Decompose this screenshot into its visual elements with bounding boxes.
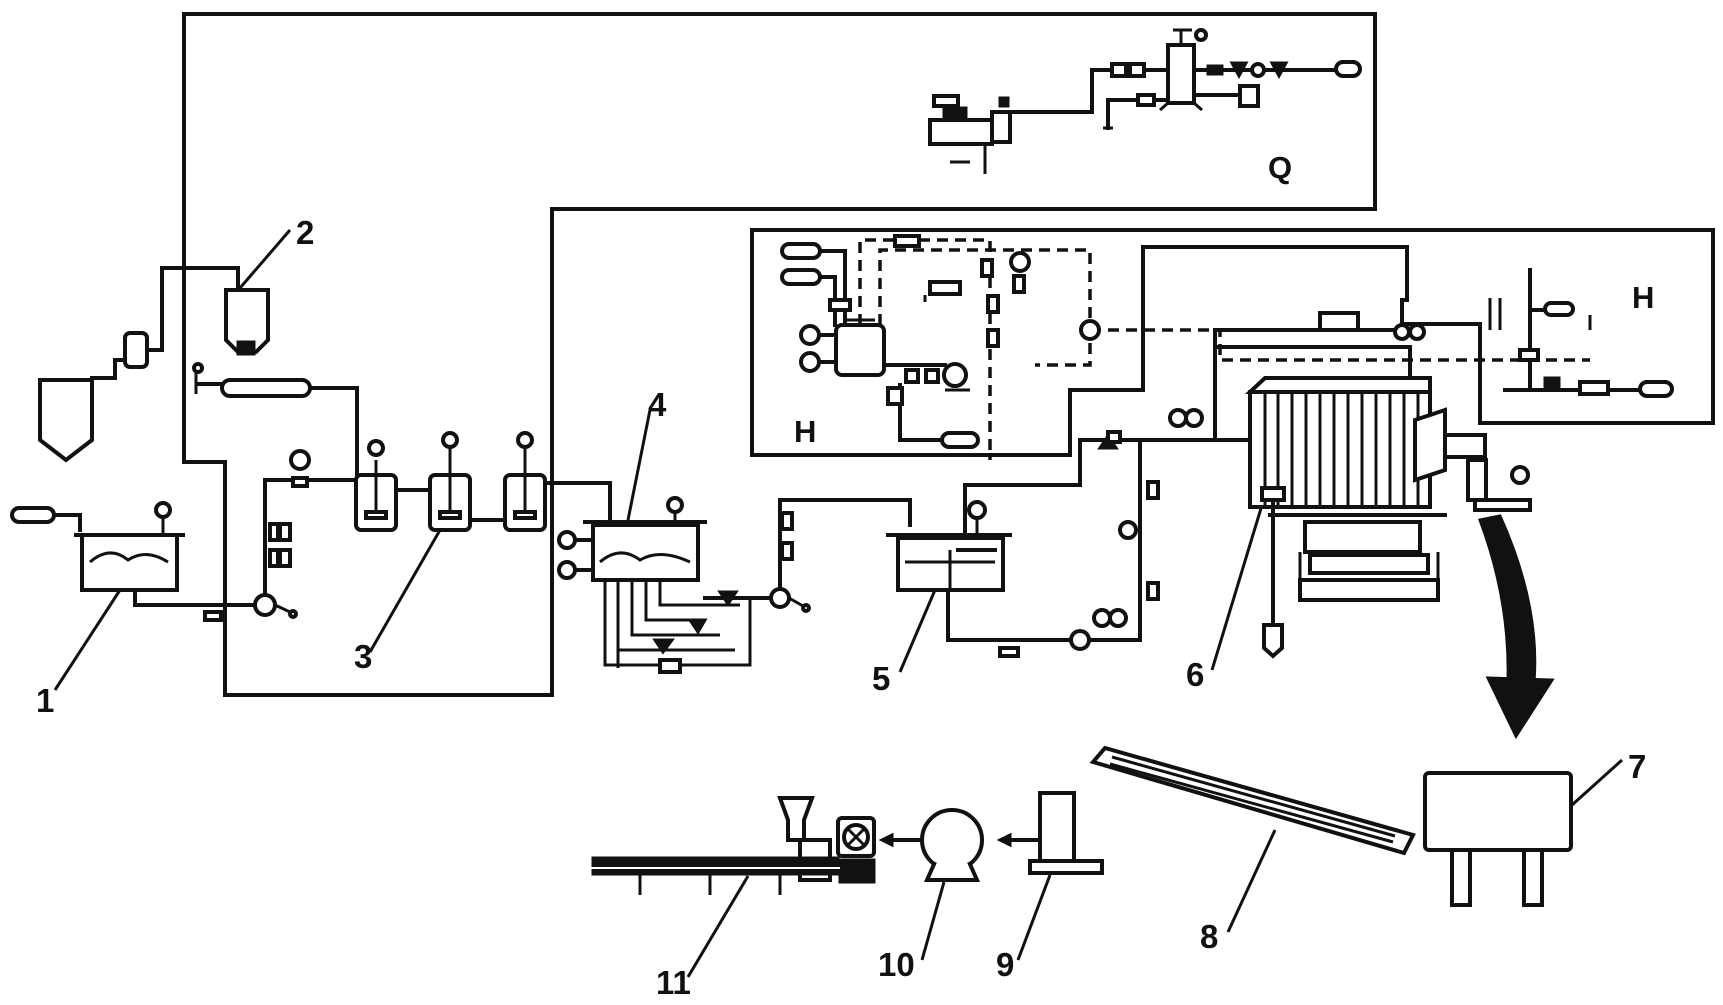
feed-tanks <box>38 266 359 477</box>
q-zone-equipment <box>928 28 1362 174</box>
tank-1 <box>10 501 257 622</box>
label-10: 10 <box>878 946 915 983</box>
zone-label-q: Q <box>1268 150 1292 185</box>
zone-label-h-left: H <box>794 414 816 449</box>
conveyor-8 <box>1089 745 1416 856</box>
unit-10 <box>878 808 984 882</box>
extruder-11 <box>590 796 876 895</box>
h-zone-right-equipment <box>1488 268 1674 398</box>
reactors-3 <box>253 431 612 619</box>
label-9: 9 <box>996 946 1014 983</box>
label-7: 7 <box>1628 748 1646 785</box>
label-4: 4 <box>648 386 667 423</box>
discharge-arrow <box>1477 514 1555 740</box>
tank-5 <box>886 408 1250 658</box>
filter-press-6 <box>1213 311 1532 659</box>
label-8: 8 <box>1200 918 1218 955</box>
label-5: 5 <box>872 660 890 697</box>
leader-lines <box>53 229 1624 978</box>
boundary-lines <box>182 12 1715 697</box>
hopper-2 <box>224 288 270 354</box>
label-11: 11 <box>656 964 691 1001</box>
unit-9 <box>996 791 1104 875</box>
label-3: 3 <box>354 638 372 675</box>
label-2: 2 <box>296 214 314 251</box>
dryer-7 <box>1423 771 1573 907</box>
h-zone-left-equipment <box>780 234 1590 460</box>
label-6: 6 <box>1186 656 1204 693</box>
tank-4 <box>557 496 912 674</box>
label-1: 1 <box>36 682 54 719</box>
zone-label-h-right: H <box>1632 280 1654 315</box>
